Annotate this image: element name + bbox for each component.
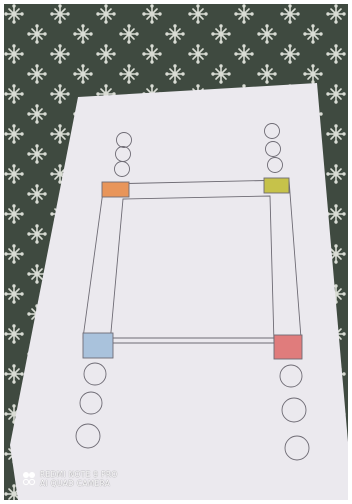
watermark-model: REDMI NOTE 9 PRO <box>40 470 118 479</box>
camera-watermark: REDMI NOTE 9 PRO AI QUAD CAMERA <box>22 470 118 488</box>
watermark-camera: AI QUAD CAMERA <box>40 479 118 488</box>
corner-bottom-left <box>83 333 113 358</box>
camera-lens-icon <box>22 471 36 487</box>
corner-top-left <box>102 182 129 197</box>
photo <box>4 4 348 500</box>
corner-top-right <box>264 178 289 193</box>
watermark-text: REDMI NOTE 9 PRO AI QUAD CAMERA <box>40 470 118 488</box>
photo-frame <box>4 4 348 500</box>
corner-bottom-right <box>274 335 302 359</box>
